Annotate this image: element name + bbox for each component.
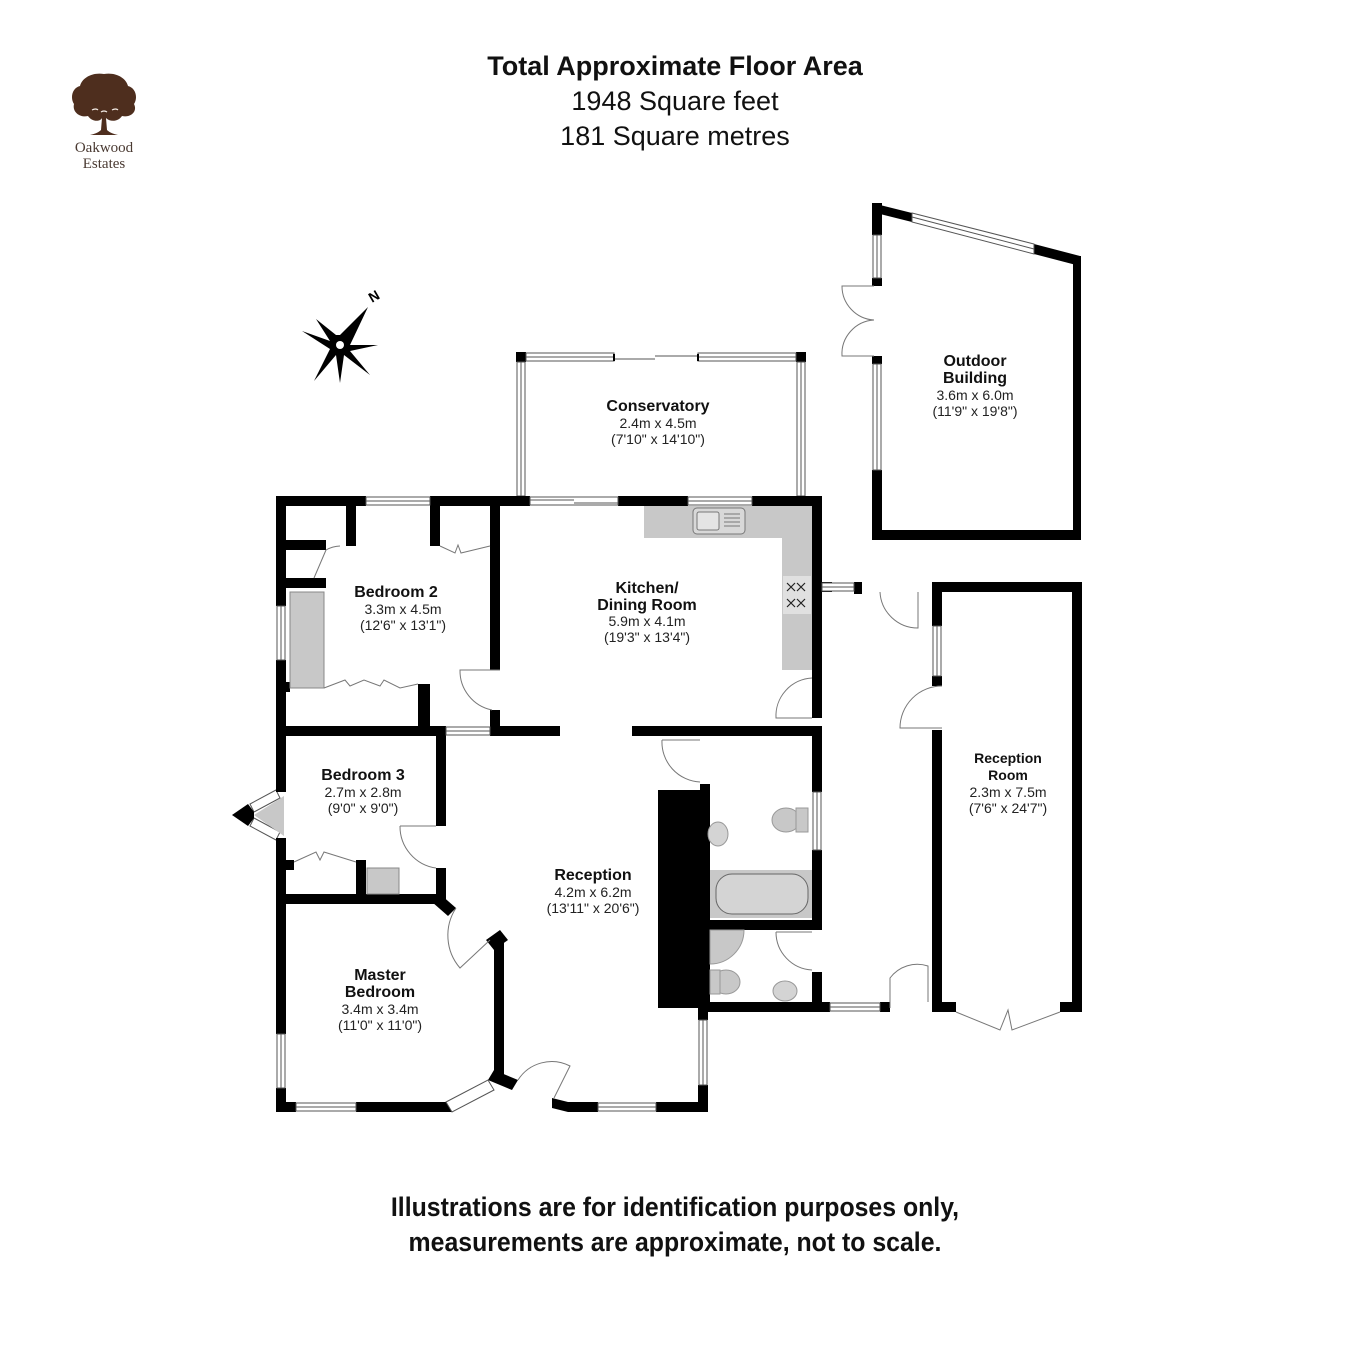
area-square-feet: 1948 Square feet bbox=[571, 86, 779, 116]
hob-icon bbox=[783, 576, 811, 614]
room-name: Conservatory bbox=[606, 398, 709, 415]
room-dimensions-metric: 5.9m x 4.1m bbox=[608, 613, 685, 629]
room-dimensions-metric: 3.4m x 3.4m bbox=[341, 1001, 418, 1017]
room-label-conservatory: Conservatory 2.4m x 4.5m (7'10" x 14'10"… bbox=[606, 398, 709, 447]
toilet-icon bbox=[709, 807, 809, 995]
room-dimensions-imperial: (9'0" x 9'0") bbox=[328, 800, 399, 816]
floor-area-header: Total Approximate Floor Area 1948 Square… bbox=[0, 48, 1350, 154]
room-name-line1: Reception bbox=[974, 750, 1042, 766]
room-dimensions-imperial: (7'10" x 14'10") bbox=[611, 431, 705, 447]
room-dimensions-metric: 3.3m x 4.5m bbox=[364, 601, 441, 617]
room-dimensions-metric: 3.6m x 6.0m bbox=[936, 387, 1013, 403]
north-label: N bbox=[366, 287, 383, 306]
room-dimensions-imperial: (12'6" x 13'1") bbox=[360, 617, 446, 633]
bathtub-inner bbox=[715, 873, 809, 915]
disclaimer-line1: Illustrations are for identification pur… bbox=[390, 1192, 960, 1222]
room-label-bedroom-2: Bedroom 2 3.3m x 4.5m (12'6" x 13'1") bbox=[354, 584, 446, 633]
room-label-reception: Reception 4.2m x 6.2m (13'11" x 20'6") bbox=[547, 867, 640, 916]
room-dimensions-imperial: (7'6" x 24'7") bbox=[969, 800, 1047, 816]
room-dimensions-metric: 2.4m x 4.5m bbox=[619, 415, 696, 431]
bay-window-seat bbox=[254, 796, 284, 836]
conservatory-frame bbox=[516, 352, 806, 497]
bay-window-frame bbox=[232, 780, 286, 850]
room-name: Bedroom 3 bbox=[321, 767, 405, 784]
room-name-line1: Kitchen/ bbox=[615, 580, 679, 597]
room-dimensions-imperial: (13'11" x 20'6") bbox=[547, 900, 640, 916]
oakwood-estates-logo: Oakwood Estates bbox=[62, 70, 146, 172]
room-dimensions-imperial: (19'3" x 13'4") bbox=[604, 629, 690, 645]
logo-text-line1: Oakwood bbox=[74, 140, 134, 156]
main-house-windows bbox=[249, 496, 942, 1113]
room-name-line2: Dining Room bbox=[597, 597, 697, 614]
logo-text-line2: Estates bbox=[82, 156, 126, 172]
kitchen-sink-icon bbox=[692, 507, 746, 535]
room-name-line2: Building bbox=[943, 370, 1007, 387]
room-dimensions-metric: 4.2m x 6.2m bbox=[554, 884, 631, 900]
outdoor-building-double-door bbox=[841, 285, 875, 357]
room-label-outdoor-building: Outdoor Building 3.6m x 6.0m (11'9" x 19… bbox=[932, 353, 1017, 419]
room-dimensions-imperial: (11'0" x 11'0") bbox=[338, 1017, 422, 1033]
room-label-kitchen-dining: Kitchen/ Dining Room 5.9m x 4.1m (19'3" … bbox=[597, 580, 697, 645]
room-name-line1: Outdoor bbox=[943, 353, 1006, 370]
header-title: Total Approximate Floor Area bbox=[487, 51, 863, 81]
oak-tree-icon bbox=[72, 73, 136, 135]
bedroom3-cupboard bbox=[366, 867, 400, 895]
shower-tray bbox=[709, 929, 745, 965]
room-dimensions-metric: 2.3m x 7.5m bbox=[969, 784, 1046, 800]
disclaimer-line2: measurements are approximate, not to sca… bbox=[408, 1227, 942, 1257]
wash-basin-icon bbox=[707, 821, 798, 1002]
disclaimer: Illustrations are for identification pur… bbox=[54, 1190, 1296, 1260]
room-name-line1: Master bbox=[354, 967, 406, 984]
room-dimensions-imperial: (11'9" x 19'8") bbox=[932, 403, 1017, 419]
main-house-walls bbox=[276, 496, 1082, 1112]
door-swings bbox=[293, 543, 1061, 1099]
outdoor-building-walls bbox=[872, 203, 1081, 540]
room-label-master-bedroom: Master Bedroom 3.4m x 3.4m (11'0" x 11'0… bbox=[338, 967, 422, 1033]
room-dimensions-metric: 2.7m x 2.8m bbox=[324, 784, 401, 800]
room-name-line2: Room bbox=[988, 767, 1028, 783]
compass-star-icon: N bbox=[302, 287, 382, 383]
room-name: Bedroom 2 bbox=[354, 584, 438, 601]
room-label-reception-room: Reception Room 2.3m x 7.5m (7'6" x 24'7"… bbox=[969, 750, 1047, 816]
wardrobe bbox=[289, 591, 325, 689]
outdoor-building-windows bbox=[872, 212, 1035, 471]
area-square-metres: 181 Square metres bbox=[560, 121, 790, 151]
room-name: Reception bbox=[554, 867, 631, 884]
room-name-line2: Bedroom bbox=[345, 984, 415, 1001]
room-label-bedroom-3: Bedroom 3 2.7m x 2.8m (9'0" x 9'0") bbox=[321, 767, 405, 816]
fixtures bbox=[289, 506, 812, 1002]
